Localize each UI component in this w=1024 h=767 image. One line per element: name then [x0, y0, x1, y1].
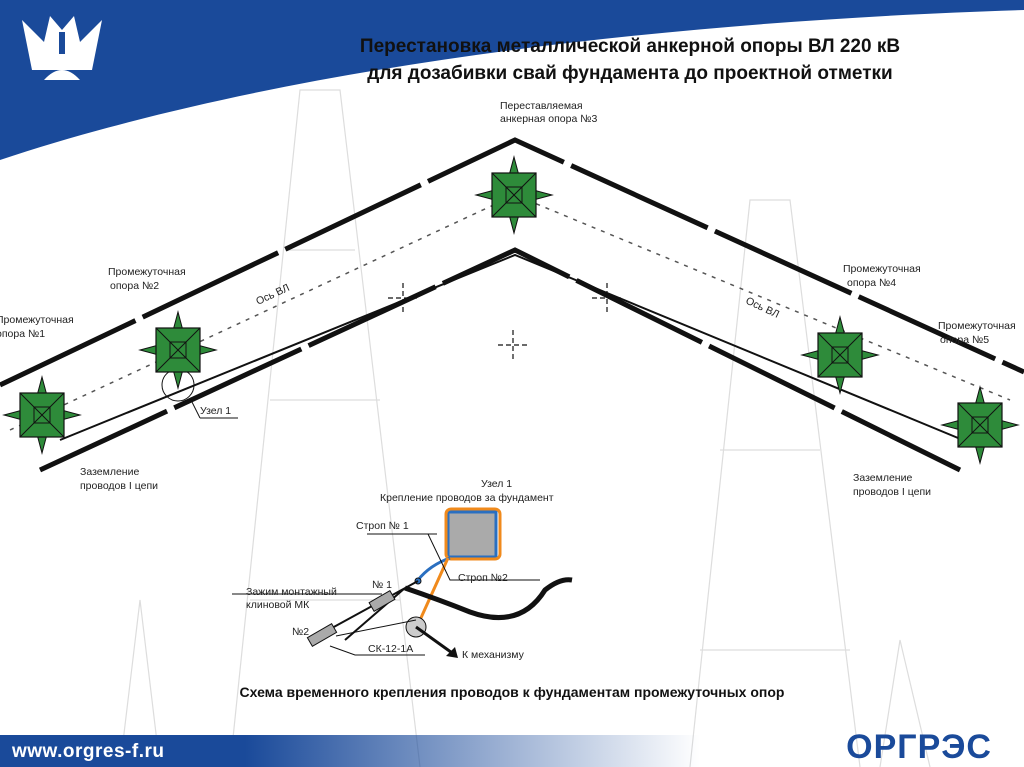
label-grounding-left-line2: проводов I цепи	[80, 480, 158, 492]
label-support2-line2: опора №2	[110, 280, 159, 292]
title-line-2: для дозабивки свай фундамента до проектн…	[367, 63, 893, 84]
diagram-caption: Схема временного крепления проводов к фу…	[239, 684, 785, 700]
detail-clamp-line1: Зажим монтажный	[246, 586, 337, 598]
tower-support-4-icon	[801, 316, 879, 394]
label-support1-line1: Промежуточная	[0, 314, 74, 326]
background-tower-sketch	[119, 89, 931, 767]
brand-logo: ОРГРЭС	[846, 728, 992, 766]
website-link[interactable]: www.orgres-f.ru	[12, 741, 165, 762]
label-axis-left: Ось ВЛ	[254, 282, 291, 308]
footer-band	[0, 735, 700, 767]
tower-support-3-icon	[475, 156, 553, 234]
detail-no1: № 1	[372, 579, 392, 591]
label-grounding-right-line1: Заземление	[853, 472, 912, 484]
detail-block: СК-12-1А	[368, 643, 413, 655]
title-line-1: Перестановка металлической анкерной опор…	[359, 36, 901, 57]
detail-node-title: Узел 1	[481, 478, 512, 490]
crown-logo-icon	[22, 16, 102, 80]
label-support5-line2: опора №5	[940, 334, 989, 346]
label-support4-line2: опора №4	[847, 277, 896, 289]
label-support5-line1: Промежуточная	[938, 320, 1016, 332]
label-grounding-left-line1: Заземление	[80, 466, 139, 478]
tower-support-1-icon	[3, 376, 81, 454]
page-title: Перестановка металлической анкерной опор…	[270, 33, 990, 87]
node1-detail	[232, 507, 573, 658]
label-grounding-right-line2: проводов I цепи	[853, 486, 931, 498]
label-support1-line2: опора №1	[0, 328, 45, 340]
label-support3-line2: анкерная опора №3	[500, 113, 597, 125]
tower-support-2-icon	[139, 311, 217, 389]
detail-clamp-line2: клиновой МК	[246, 599, 310, 611]
overhead-wires	[0, 137, 1024, 473]
label-axis-right: Ось ВЛ	[744, 295, 781, 321]
detail-sling1: Строп № 1	[356, 520, 409, 532]
detail-sling2: Строп №2	[458, 572, 508, 584]
detail-to-mechanism: К механизму	[462, 649, 525, 661]
tower-support-5-icon	[941, 386, 1019, 464]
detail-no2: №2	[292, 626, 309, 638]
detail-node-subtitle: Крепление проводов за фундамент	[380, 492, 554, 504]
label-support3-line1: Переставляемая	[500, 100, 583, 112]
label-node1: Узел 1	[200, 405, 231, 417]
header-banner	[0, 0, 1024, 160]
label-support4-line1: Промежуточная	[843, 263, 921, 275]
label-support2-line1: Промежуточная	[108, 266, 186, 278]
